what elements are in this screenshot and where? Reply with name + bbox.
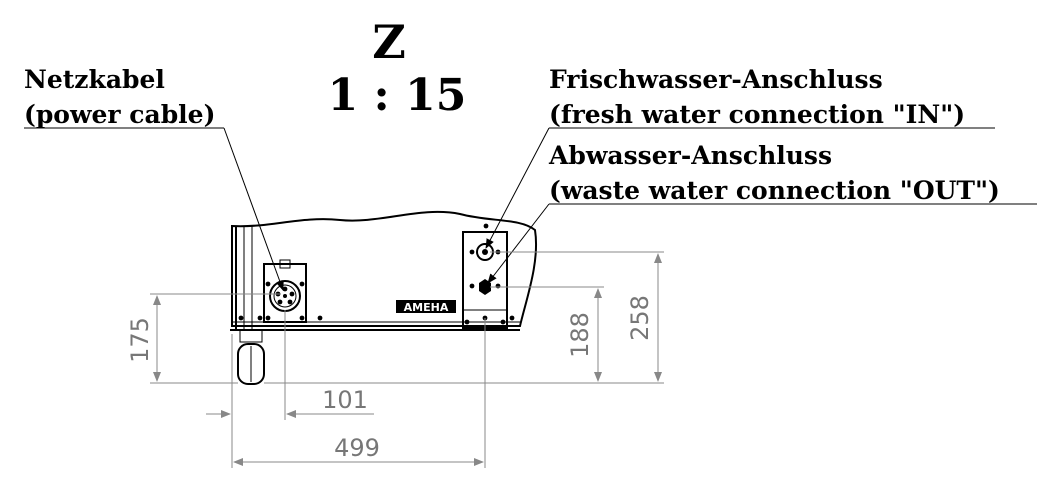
dimension-height-fresh: 258 bbox=[490, 251, 664, 382]
machine-body: AMEHA bbox=[230, 210, 537, 385]
dimension-value-101: 101 bbox=[322, 386, 368, 414]
callout-fresh-water: Frischwasser-Anschluss (fresh water conn… bbox=[485, 65, 995, 249]
water-connection-plate bbox=[462, 231, 508, 329]
dimension-height-waste: 188 bbox=[490, 286, 604, 382]
callout-fresh-water-de: Frischwasser-Anschluss bbox=[549, 65, 883, 94]
power-socket-inner bbox=[273, 284, 297, 308]
caster-bracket bbox=[239, 329, 263, 343]
dimension-height-power: 175 bbox=[126, 293, 280, 384]
dimension-offset-water: 499 bbox=[231, 318, 486, 468]
callout-power-cable: Netzkabel (power cable) bbox=[24, 65, 284, 291]
callout-waste-water-de: Abwasser-Anschluss bbox=[548, 141, 832, 170]
caster-wheel-shape bbox=[237, 343, 265, 385]
callout-power-cable-en: (power cable) bbox=[24, 100, 215, 129]
callout-fresh-water-en: (fresh water connection "IN") bbox=[549, 100, 965, 129]
power-plate-tab bbox=[279, 259, 291, 269]
waste-water-outlet-icon bbox=[479, 279, 491, 295]
caster-wheel bbox=[237, 329, 265, 385]
dimension-value-258: 258 bbox=[626, 295, 654, 341]
dimension-value-188: 188 bbox=[566, 312, 594, 358]
view-label: Z bbox=[372, 15, 406, 69]
callout-waste-water-en: (waste water connection "OUT") bbox=[549, 176, 1000, 205]
dimension-offset-power: 101 bbox=[206, 310, 374, 420]
callout-waste-water-leader bbox=[487, 203, 550, 284]
scale-label: 1 : 15 bbox=[328, 70, 467, 121]
callout-fresh-water-leader bbox=[485, 127, 550, 249]
machine-outline bbox=[231, 210, 537, 327]
dimension-value-499: 499 bbox=[334, 434, 380, 462]
dimension-value-175: 175 bbox=[126, 317, 154, 363]
callout-power-cable-de: Netzkabel bbox=[24, 65, 165, 94]
callout-waste-water: Abwasser-Anschluss (waste water connecti… bbox=[487, 141, 1037, 284]
brand-logo-text: AMEHA bbox=[404, 301, 449, 314]
brand-logo: AMEHA bbox=[396, 300, 456, 314]
